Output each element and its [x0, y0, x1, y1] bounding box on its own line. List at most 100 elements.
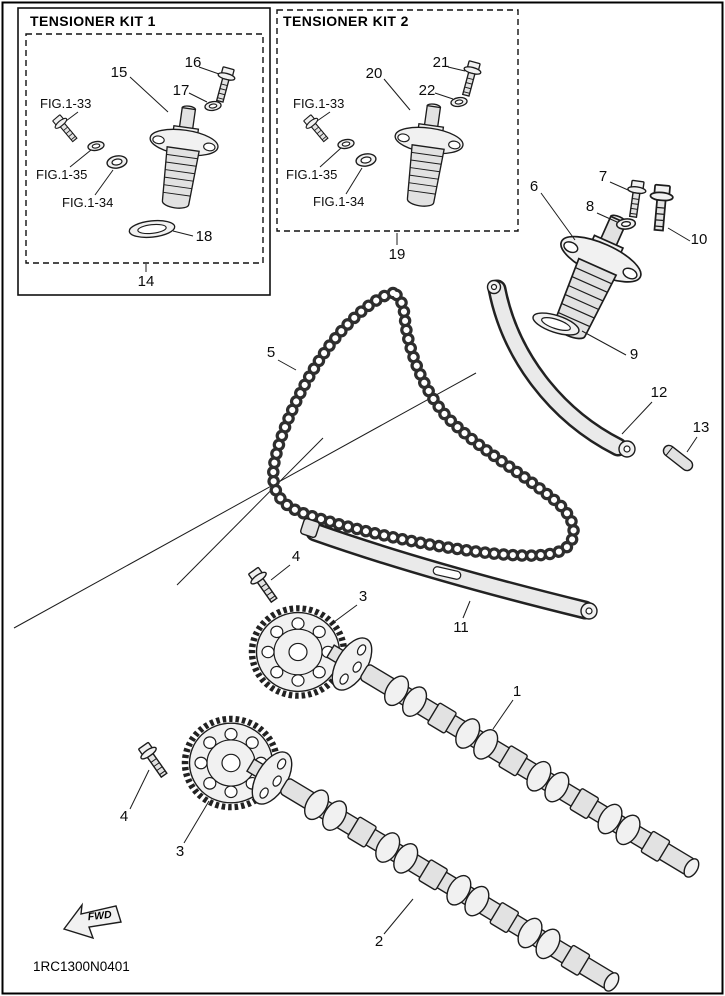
sprocket-bolt-upper	[245, 564, 283, 607]
callout-6: 6	[530, 178, 538, 195]
leader-2	[383, 898, 414, 935]
callout-5: 5	[267, 344, 275, 361]
callout-10: 10	[691, 231, 708, 248]
leader-11	[462, 600, 471, 619]
tensioner-assembly	[526, 179, 675, 354]
kit1-leader-fig35	[69, 149, 92, 168]
leader-1	[492, 699, 514, 730]
kit2-leader-fig33	[316, 111, 331, 122]
leader-3-lower	[183, 800, 210, 844]
tensioner-kit-1: TENSIONER KIT 1 15 16 17 FIG.1-33 FIG.1-…	[17, 7, 271, 296]
kit1-leader-17	[188, 92, 208, 103]
kit2-washer	[449, 95, 469, 109]
kit2-callout-21: 21	[433, 54, 450, 71]
kit1-fig-oring	[105, 153, 129, 171]
kit1-fig34-label: FIG.1-34	[62, 195, 113, 210]
kit2-callout-20: 20	[366, 65, 383, 82]
leader-5	[277, 359, 297, 371]
kit1-fig35-label: FIG.1-35	[36, 167, 87, 182]
chain-rollers-outer	[267, 286, 580, 562]
callout-12: 12	[651, 384, 668, 401]
leader-13	[686, 436, 698, 453]
kit2-leader-fig35	[319, 147, 342, 168]
drawing-code: 1RC1300N0401	[33, 959, 130, 974]
locator-line-2	[176, 437, 324, 586]
leader-7	[609, 181, 629, 191]
kit2-callout-19: 19	[389, 246, 406, 263]
callout-3-lower: 3	[176, 843, 184, 860]
camshaft-1	[314, 625, 713, 897]
leader-9	[581, 330, 627, 356]
kit2-leader-22	[434, 92, 454, 100]
kit2-fig33-label: FIG.1-33	[293, 96, 344, 111]
kit2-fig-oring	[354, 151, 378, 169]
callout-8: 8	[586, 198, 594, 215]
kit1-callout-16: 16	[185, 54, 202, 71]
callout-1: 1	[513, 683, 521, 700]
guide-pin	[662, 444, 694, 472]
kit1-fig-washer	[86, 139, 106, 153]
kit2-leader-fig34	[345, 167, 363, 195]
kit1-dashed-box	[25, 33, 264, 264]
callout-3-upper: 3	[359, 588, 367, 605]
fwd-arrow-shape	[62, 902, 122, 940]
kit1-outer-box	[17, 7, 271, 296]
guide-bottom-slot	[432, 566, 462, 580]
kit1-leader-fig34	[94, 169, 114, 196]
kit2-fig34-label: FIG.1-34	[313, 194, 364, 209]
kit1-leader-15	[129, 76, 169, 113]
callout-2: 2	[375, 933, 383, 950]
callout-9: 9	[630, 346, 638, 363]
tensioner-bolt	[623, 179, 648, 219]
timing-chain	[267, 286, 580, 562]
guide-bottom-foot-hole	[585, 607, 593, 615]
kit2-leader-20	[383, 78, 411, 111]
kit1-leader-18	[172, 230, 194, 237]
leader-12	[621, 401, 653, 435]
kit1-bolt	[210, 65, 238, 105]
kit2-title: TENSIONER KIT 2	[283, 13, 409, 29]
kit1-gasket	[127, 217, 177, 241]
kit1-leader-16	[198, 66, 220, 75]
kit1-tensioner-body	[140, 100, 224, 214]
kit1-callout-14: 14	[138, 273, 155, 290]
leader-8	[596, 212, 618, 223]
kit1-callout-17: 17	[173, 82, 190, 99]
kit2-callout-22: 22	[419, 82, 436, 99]
kit1-fig33-label: FIG.1-33	[40, 96, 91, 111]
guide-rear-foot-hole	[623, 445, 631, 453]
kit2-tensioner-body	[385, 98, 469, 212]
chain-rollers-inner	[270, 289, 577, 559]
mount-bolt	[646, 183, 675, 233]
guide-rear-top-hole	[490, 283, 498, 291]
leader-6	[540, 192, 576, 241]
chain-guide-bottom	[299, 517, 598, 620]
kit2-dashed-box	[276, 9, 519, 232]
kit2-fig-bolt	[301, 112, 332, 146]
callout-4-upper: 4	[292, 548, 300, 565]
tensioner-kit-2: TENSIONER KIT 2 20 21 22 FIG.1-33 FIG.1-…	[276, 9, 519, 263]
chain-guide-rear	[486, 279, 636, 458]
kit2-fig35-label: FIG.1-35	[286, 167, 337, 182]
main-callouts: 6 7 8 10 9 5 12 13 11 3 4 3 4 1 2	[120, 168, 710, 950]
locator-line-1	[13, 372, 477, 629]
leader-4-upper	[270, 564, 291, 581]
kit1-title: TENSIONER KIT 1	[30, 13, 156, 29]
leader-10	[667, 227, 691, 242]
callout-4-lower: 4	[120, 808, 128, 825]
fwd-arrow: FWD	[62, 902, 122, 940]
leader-3-upper	[329, 604, 358, 626]
guide-bottom-tab	[299, 517, 321, 539]
kit1-leader-fig33	[65, 111, 79, 122]
sprocket-bolt-lower	[135, 739, 173, 782]
callout-7: 7	[599, 168, 607, 185]
kit2-leader-21	[447, 66, 466, 72]
kit1-washer	[203, 99, 223, 113]
kit2-fig-washer	[336, 137, 356, 151]
kit2-bolt	[456, 59, 484, 99]
kit1-callout-15: 15	[111, 64, 128, 81]
kit1-callout-18: 18	[196, 228, 213, 245]
